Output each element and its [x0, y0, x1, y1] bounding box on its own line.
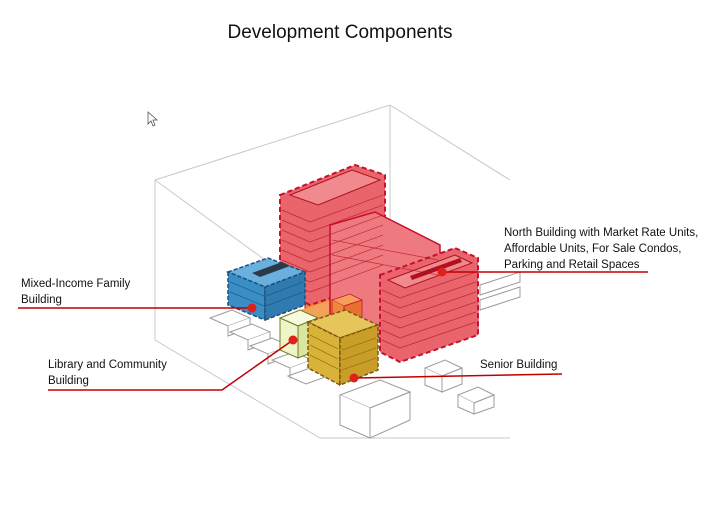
label-line: Parking and Retail Spaces: [504, 259, 640, 271]
label-line: Senior Building: [480, 359, 558, 371]
marker-senior: [349, 373, 359, 383]
context-wireframe: [154, 104, 511, 439]
label-mixed-income-building: Mixed-Income Family Building: [21, 276, 130, 308]
label-library-building: Library and Community Building: [48, 357, 167, 389]
label-line: Building: [48, 375, 89, 387]
north-building: [279, 163, 479, 364]
marker-north: [437, 267, 447, 277]
mouse-cursor-icon: [147, 111, 159, 127]
marker-library: [288, 335, 298, 345]
label-line: North Building with Market Rate Units,: [504, 227, 699, 239]
leader-library: [48, 339, 294, 391]
senior-building: [306, 309, 381, 387]
diagram-title: Development Components: [227, 22, 453, 43]
marker-mixed: [247, 303, 257, 313]
leader-lines: [18, 271, 648, 391]
label-line: Building: [21, 294, 62, 306]
label-north-building: North Building with Market Rate Units, A…: [504, 225, 698, 273]
markers: [247, 267, 447, 383]
mixed-income-building: [225, 257, 308, 322]
label-senior-building: Senior Building: [480, 357, 557, 373]
context-buildings: [208, 271, 521, 439]
label-line: Library and Community: [48, 359, 167, 371]
label-line: Affordable Units, For Sale Condos,: [504, 243, 682, 255]
leader-senior: [353, 373, 563, 379]
label-line: Mixed-Income Family: [21, 278, 131, 290]
